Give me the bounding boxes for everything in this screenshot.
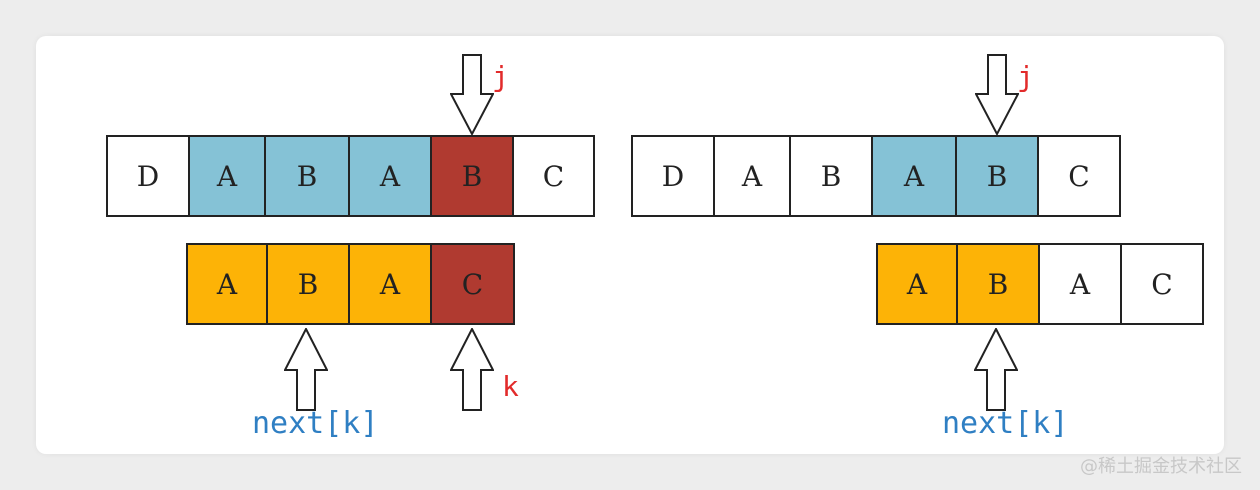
left-pattern-cell: A bbox=[348, 243, 432, 325]
right-j-label: j bbox=[1017, 60, 1034, 93]
left-pattern-cell: B bbox=[266, 243, 350, 325]
left-j-label: j bbox=[492, 60, 509, 93]
left-next-up-arrow-icon bbox=[284, 328, 328, 411]
watermark: @稀土掘金技术社区 bbox=[1080, 456, 1242, 477]
right-pattern-cell: C bbox=[1120, 243, 1204, 325]
right-pattern-cell: A bbox=[1038, 243, 1122, 325]
left-k-label: k bbox=[502, 370, 519, 403]
right-j-down-arrow-icon bbox=[975, 54, 1019, 136]
right-text-cell: B bbox=[789, 135, 873, 217]
right-text-cell: A bbox=[871, 135, 957, 217]
right-text-cell: C bbox=[1037, 135, 1121, 217]
right-text-cell: D bbox=[631, 135, 715, 217]
right-next-label: next[k] bbox=[942, 406, 1069, 441]
left-text-cell: B bbox=[264, 135, 350, 217]
left-text-cell: B bbox=[430, 135, 514, 217]
left-text-cell: D bbox=[106, 135, 190, 217]
left-pattern-cell: A bbox=[186, 243, 268, 325]
right-text-cell: A bbox=[713, 135, 791, 217]
left-k-up-arrow-icon bbox=[450, 328, 494, 411]
right-text-cell: B bbox=[955, 135, 1039, 217]
right-next-up-arrow-icon bbox=[974, 328, 1018, 411]
right-pattern-cell: A bbox=[876, 243, 958, 325]
left-pattern-cell: C bbox=[430, 243, 515, 325]
left-text-cell: A bbox=[348, 135, 432, 217]
left-text-cell: A bbox=[188, 135, 266, 217]
left-next-label: next[k] bbox=[252, 406, 379, 441]
left-text-cell: C bbox=[512, 135, 595, 217]
left-j-down-arrow-icon bbox=[450, 54, 494, 136]
right-pattern-cell: B bbox=[956, 243, 1040, 325]
